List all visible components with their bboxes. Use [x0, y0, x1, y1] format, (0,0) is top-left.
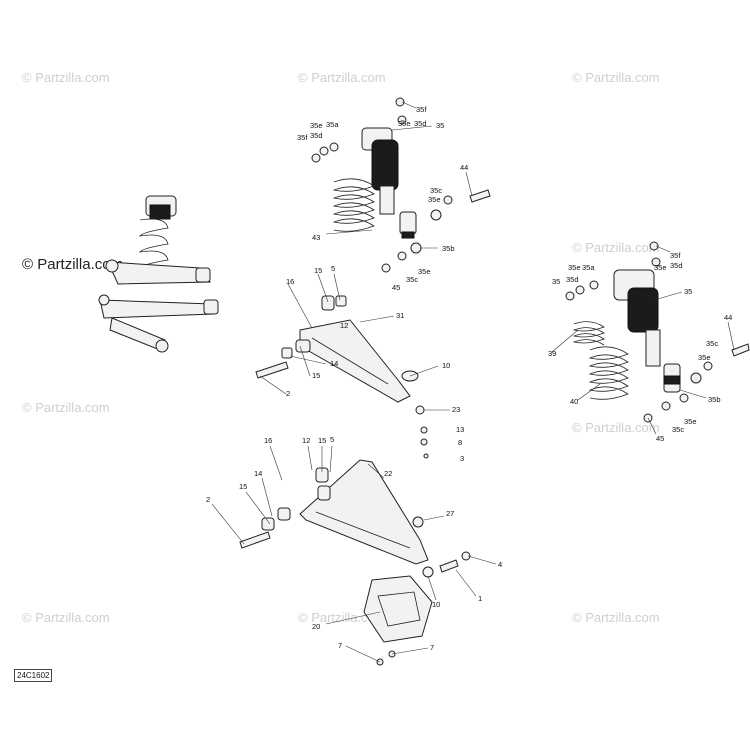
shock-absorber-right [565, 241, 681, 393]
callout-label: 35e [568, 263, 581, 272]
callout-label: 45 [656, 434, 664, 443]
callout-label: 7 [338, 641, 342, 650]
callout-label: 35e [310, 121, 323, 130]
callout-label: 35e [698, 353, 711, 362]
watermark: © Partzilla.com [572, 240, 660, 255]
callout-label: 14 [254, 469, 262, 478]
callout-label: 35a [326, 120, 339, 129]
skid-plate-20 [363, 575, 433, 666]
callout-label: 40 [570, 397, 578, 406]
shock-hardware-top [381, 189, 491, 273]
shock-hardware-right [643, 343, 750, 423]
callout-label: 16 [264, 436, 272, 445]
callout-label: 35c [406, 275, 418, 284]
diagram-code: 24C1602 [14, 669, 53, 682]
callout-label: 35f [297, 133, 308, 142]
callout-label: 1 [478, 594, 482, 603]
callout-label: 35b [442, 244, 455, 253]
callout-label: 35d [566, 275, 579, 284]
callout-label: 27 [446, 509, 454, 518]
callout-label: 8 [458, 438, 462, 447]
callout-label: 12 [302, 436, 310, 445]
callout-label: 15 [239, 482, 247, 491]
callout-label: 14 [330, 359, 338, 368]
shock-absorber-top [311, 97, 417, 239]
callout-label: 5 [331, 264, 335, 273]
callout-label: 45 [392, 283, 400, 292]
callout-label: 22 [384, 469, 392, 478]
callout-label: 35f [416, 105, 427, 114]
callout-label: 35 [436, 121, 444, 130]
callout-label: 5 [330, 435, 334, 444]
watermark: © Partzilla.com [572, 610, 660, 625]
callout-label: 2 [286, 389, 290, 398]
callout-label: 4 [498, 560, 502, 569]
callout-label: 3 [460, 454, 464, 463]
callout-label: 35e [418, 267, 431, 276]
callout-label: 31 [396, 311, 404, 320]
upper-a-arm-31 [255, 295, 429, 459]
spring-40 [588, 346, 629, 400]
callout-label: 39 [548, 349, 556, 358]
callout-label: 35c [706, 339, 718, 348]
callout-label: 35a [582, 263, 595, 272]
callout-label: 35d [670, 261, 683, 270]
callout-label: 35e [654, 263, 667, 272]
watermark: © Partzilla.com [22, 400, 110, 415]
watermark: © Partzilla.com [22, 610, 110, 625]
spring-43 [332, 178, 375, 232]
callout-label: 44 [724, 313, 732, 322]
callout-label: 10 [442, 361, 450, 370]
callout-label: 35f [670, 251, 681, 260]
callout-label: 13 [456, 425, 464, 434]
callout-label: 35e [428, 195, 441, 204]
lower-a-arm-22 [239, 459, 471, 578]
callout-label: 35d [414, 119, 427, 128]
callout-label: 35d [310, 131, 323, 140]
callout-label: 23 [452, 405, 460, 414]
callout-label: 15 [318, 436, 326, 445]
watermark: © Partzilla.com [572, 70, 660, 85]
callout-label: 7 [430, 643, 434, 652]
callout-label: 43 [312, 233, 320, 242]
callout-label: 35c [672, 425, 684, 434]
callout-label: 12 [340, 321, 348, 330]
callout-label: 35b [708, 395, 721, 404]
callout-label: 10 [432, 600, 440, 609]
callout-label: 15 [312, 371, 320, 380]
watermark: © Partzilla.com [298, 70, 386, 85]
callout-label: 35c [430, 186, 442, 195]
callout-label: 15 [314, 266, 322, 275]
watermark: © Partzilla.com [22, 70, 110, 85]
callout-label: 35e [398, 119, 411, 128]
leader-lines [211, 101, 735, 663]
watermark-main: © Partzilla.com [22, 256, 124, 273]
spring-39 [572, 321, 605, 346]
callout-label: 16 [286, 277, 294, 286]
callout-label: 35 [552, 277, 560, 286]
callout-label: 44 [460, 163, 468, 172]
callout-label: 2 [206, 495, 210, 504]
assembly-thumbnail [98, 195, 219, 353]
watermark: © Partzilla.com [572, 420, 660, 435]
watermark: © Partzilla.com [298, 610, 386, 625]
callout-labels: 35f 35e 35d 35 35e 35a 35f 35d 44 35c 35… [206, 105, 732, 652]
callout-label: 20 [312, 622, 320, 631]
callout-label: 35 [684, 287, 692, 296]
callout-label: 35e [684, 417, 697, 426]
